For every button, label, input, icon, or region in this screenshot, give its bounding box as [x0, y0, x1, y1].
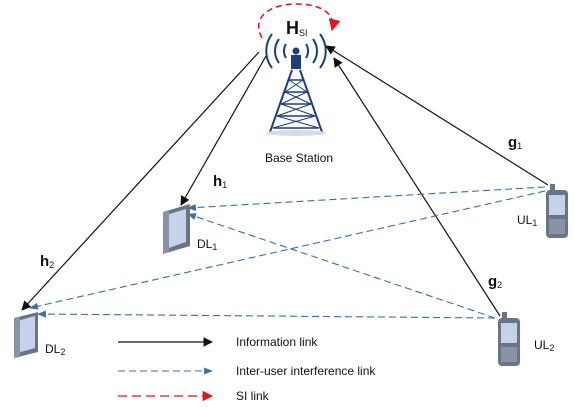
ul2-phone-icon	[498, 312, 520, 366]
h1-label: h1	[213, 173, 227, 190]
info-link-g2	[333, 57, 501, 317]
ul2-label: UL2	[534, 338, 554, 353]
interference-ul2-dl1	[187, 213, 496, 319]
legend-info-label: Information link	[236, 335, 318, 349]
legend-interference-label: Inter-user interference link	[236, 364, 376, 378]
interference-ul1-dl2	[29, 190, 546, 310]
base-station-tower-icon	[265, 33, 327, 136]
info-link-h1	[180, 55, 267, 206]
info-link-h2	[21, 51, 260, 311]
legend: Information link Inter-user interference…	[118, 335, 376, 403]
h2-label: h2	[40, 253, 54, 270]
g1-label: g1	[508, 134, 522, 151]
si-loop-link	[257, 3, 341, 39]
dl2-label: DL2	[45, 342, 65, 357]
dl1-label: DL1	[197, 237, 217, 252]
dl1-monitor-icon	[163, 204, 190, 254]
info-link-g1	[325, 45, 549, 186]
base-station-label: Base Station	[265, 151, 333, 165]
interference-ul2-dl2	[37, 310, 496, 319]
legend-si-label: SI link	[236, 389, 270, 403]
ul1-phone-icon	[546, 184, 568, 238]
g2-label: g2	[488, 273, 502, 290]
interference-ul1-dl1	[187, 186, 546, 212]
ul1-label: UL1	[517, 213, 537, 228]
dl2-monitor-icon	[14, 312, 38, 358]
si-label: HSI	[286, 18, 308, 38]
